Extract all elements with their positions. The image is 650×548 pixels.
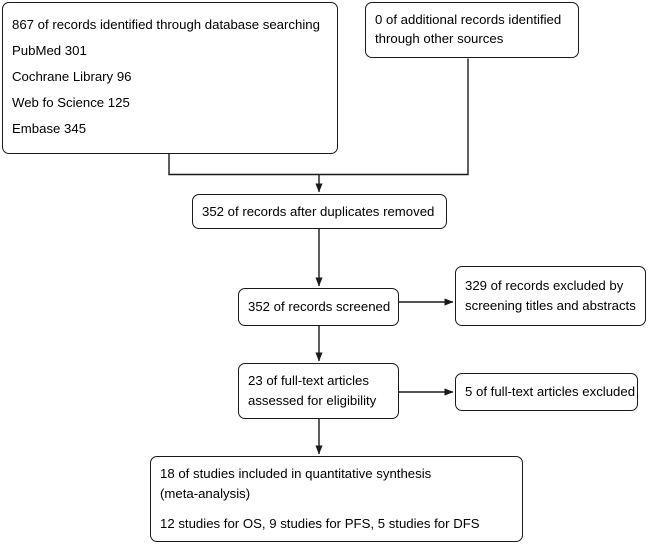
box-line: 352 of records screened	[248, 299, 391, 315]
box-line: screening titles and abstracts	[465, 298, 636, 313]
box-line: 0 of additional records identified	[375, 12, 562, 28]
box-line: 18 of studies included in quantitative s…	[160, 466, 432, 482]
box-line-gap	[151, 503, 522, 514]
box-line: 12 studies for OS, 9 studies for PFS, 5 …	[160, 516, 480, 532]
box-records-identified-database: 867 of records identified through databa…	[2, 2, 338, 154]
box-line: through other sources	[375, 31, 504, 46]
box-line: Web fo Science 125	[12, 95, 130, 111]
connector-merge-to-duplicates	[168, 58, 469, 193]
box-line: Cochrane Library 96	[12, 69, 132, 85]
box-line: (meta-analysis)	[160, 485, 251, 501]
box-line: 352 of records after duplicates removed	[202, 203, 435, 219]
box-records-after-duplicates-removed: 352 of records after duplicates removed	[192, 194, 447, 229]
box-line: assessed for eligibility	[248, 393, 377, 408]
box-studies-included: 18 of studies included in quantitative s…	[150, 456, 523, 542]
box-fulltext-articles-excluded: 5 of full-text articles excluded	[455, 373, 638, 411]
box-records-screened: 352 of records screened	[238, 288, 399, 326]
box-line: 329 of records excluded by	[465, 277, 624, 293]
box-line: Embase 345	[12, 121, 87, 137]
box-records-identified-other-sources: 0 of additional records identified throu…	[365, 2, 579, 58]
box-line: 23 of full-text articles	[248, 373, 369, 389]
box-line: 867 of records identified through databa…	[12, 17, 320, 33]
box-fulltext-articles-assessed: 23 of full-text articles assessed for el…	[238, 363, 399, 419]
box-line: PubMed 301	[12, 43, 87, 59]
box-records-excluded: 329 of records excluded by screening tit…	[455, 266, 646, 326]
box-line: 5 of full-text articles excluded	[465, 384, 636, 400]
